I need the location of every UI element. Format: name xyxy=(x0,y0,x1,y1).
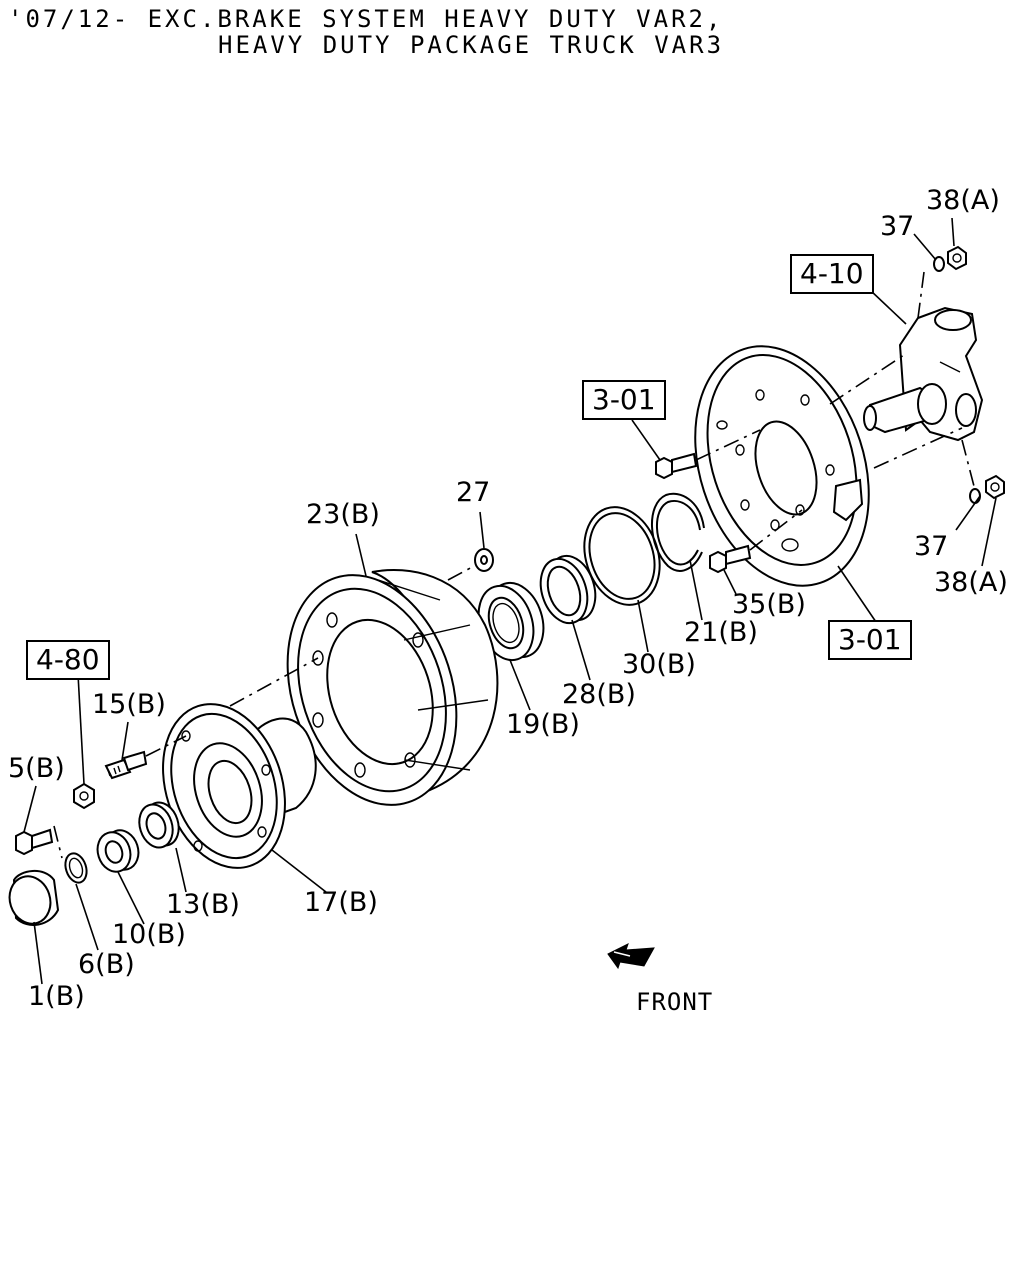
header-line-1: '07/12- EXC.BRAKE SYSTEM HEAVY DUTY VAR2… xyxy=(8,5,724,33)
leader-lines xyxy=(23,217,997,985)
bearing-19b xyxy=(477,581,545,662)
label-38a-bottom: 38(A) xyxy=(934,567,1008,598)
nut-38a-bottom xyxy=(985,474,1005,500)
wheel-nut-4-80 xyxy=(73,782,95,810)
label-27: 27 xyxy=(456,477,491,508)
label-19b: 19(B) xyxy=(506,709,580,740)
label-17b: 17(B) xyxy=(304,887,378,918)
nut-38a-top xyxy=(947,245,967,271)
assembly-center-lines xyxy=(53,271,976,859)
washer-37-bottom xyxy=(969,488,981,504)
label-38a-top: 38(A) xyxy=(926,185,1000,216)
washer-37-top xyxy=(933,256,945,272)
hub-cap-1b xyxy=(8,870,60,926)
label-37-top: 37 xyxy=(880,211,915,242)
label-23b: 23(B) xyxy=(306,499,380,530)
front-arrow-icon xyxy=(607,943,655,970)
lock-washer-6b xyxy=(64,852,88,884)
label-28b: 28(B) xyxy=(562,679,636,710)
label-1b: 1(B) xyxy=(28,981,85,1012)
label-37-bottom: 37 xyxy=(914,531,949,562)
brake-drum-23b xyxy=(286,569,499,806)
oil-seal-28b xyxy=(539,554,597,625)
steering-knuckle xyxy=(863,306,984,442)
bolt-5b xyxy=(15,828,54,856)
ref-box-4-10[interactable]: 4-10 xyxy=(790,254,874,294)
label-21b: 21(B) xyxy=(684,617,758,648)
header-line-2: HEAVY DUTY PACKAGE TRUCK VAR3 xyxy=(218,31,725,59)
label-5b: 5(B) xyxy=(8,753,65,784)
lock-nut-10b xyxy=(96,829,140,873)
label-13b: 13(B) xyxy=(166,889,240,920)
snap-ring-21b xyxy=(651,492,705,572)
tone-ring-30b xyxy=(583,506,661,606)
bearing-13b xyxy=(138,801,180,849)
stud-15b xyxy=(104,750,148,780)
front-label: FRONT xyxy=(636,988,714,1016)
bolt-3-01 xyxy=(655,452,698,480)
ref-box-3-01-bottom[interactable]: 3-01 xyxy=(828,620,912,660)
label-15b: 15(B) xyxy=(92,689,166,720)
label-10b: 10(B) xyxy=(112,919,186,950)
label-30b: 30(B) xyxy=(622,649,696,680)
ref-box-3-01-top[interactable]: 3-01 xyxy=(582,380,666,420)
ref-box-4-80[interactable]: 4-80 xyxy=(26,640,110,680)
washer-27 xyxy=(474,548,494,572)
brake-backing-plate xyxy=(694,345,870,587)
hub-17b xyxy=(162,703,317,869)
label-35b: 35(B) xyxy=(732,589,806,620)
bolt-35b xyxy=(709,544,752,574)
label-6b: 6(B) xyxy=(78,949,135,980)
